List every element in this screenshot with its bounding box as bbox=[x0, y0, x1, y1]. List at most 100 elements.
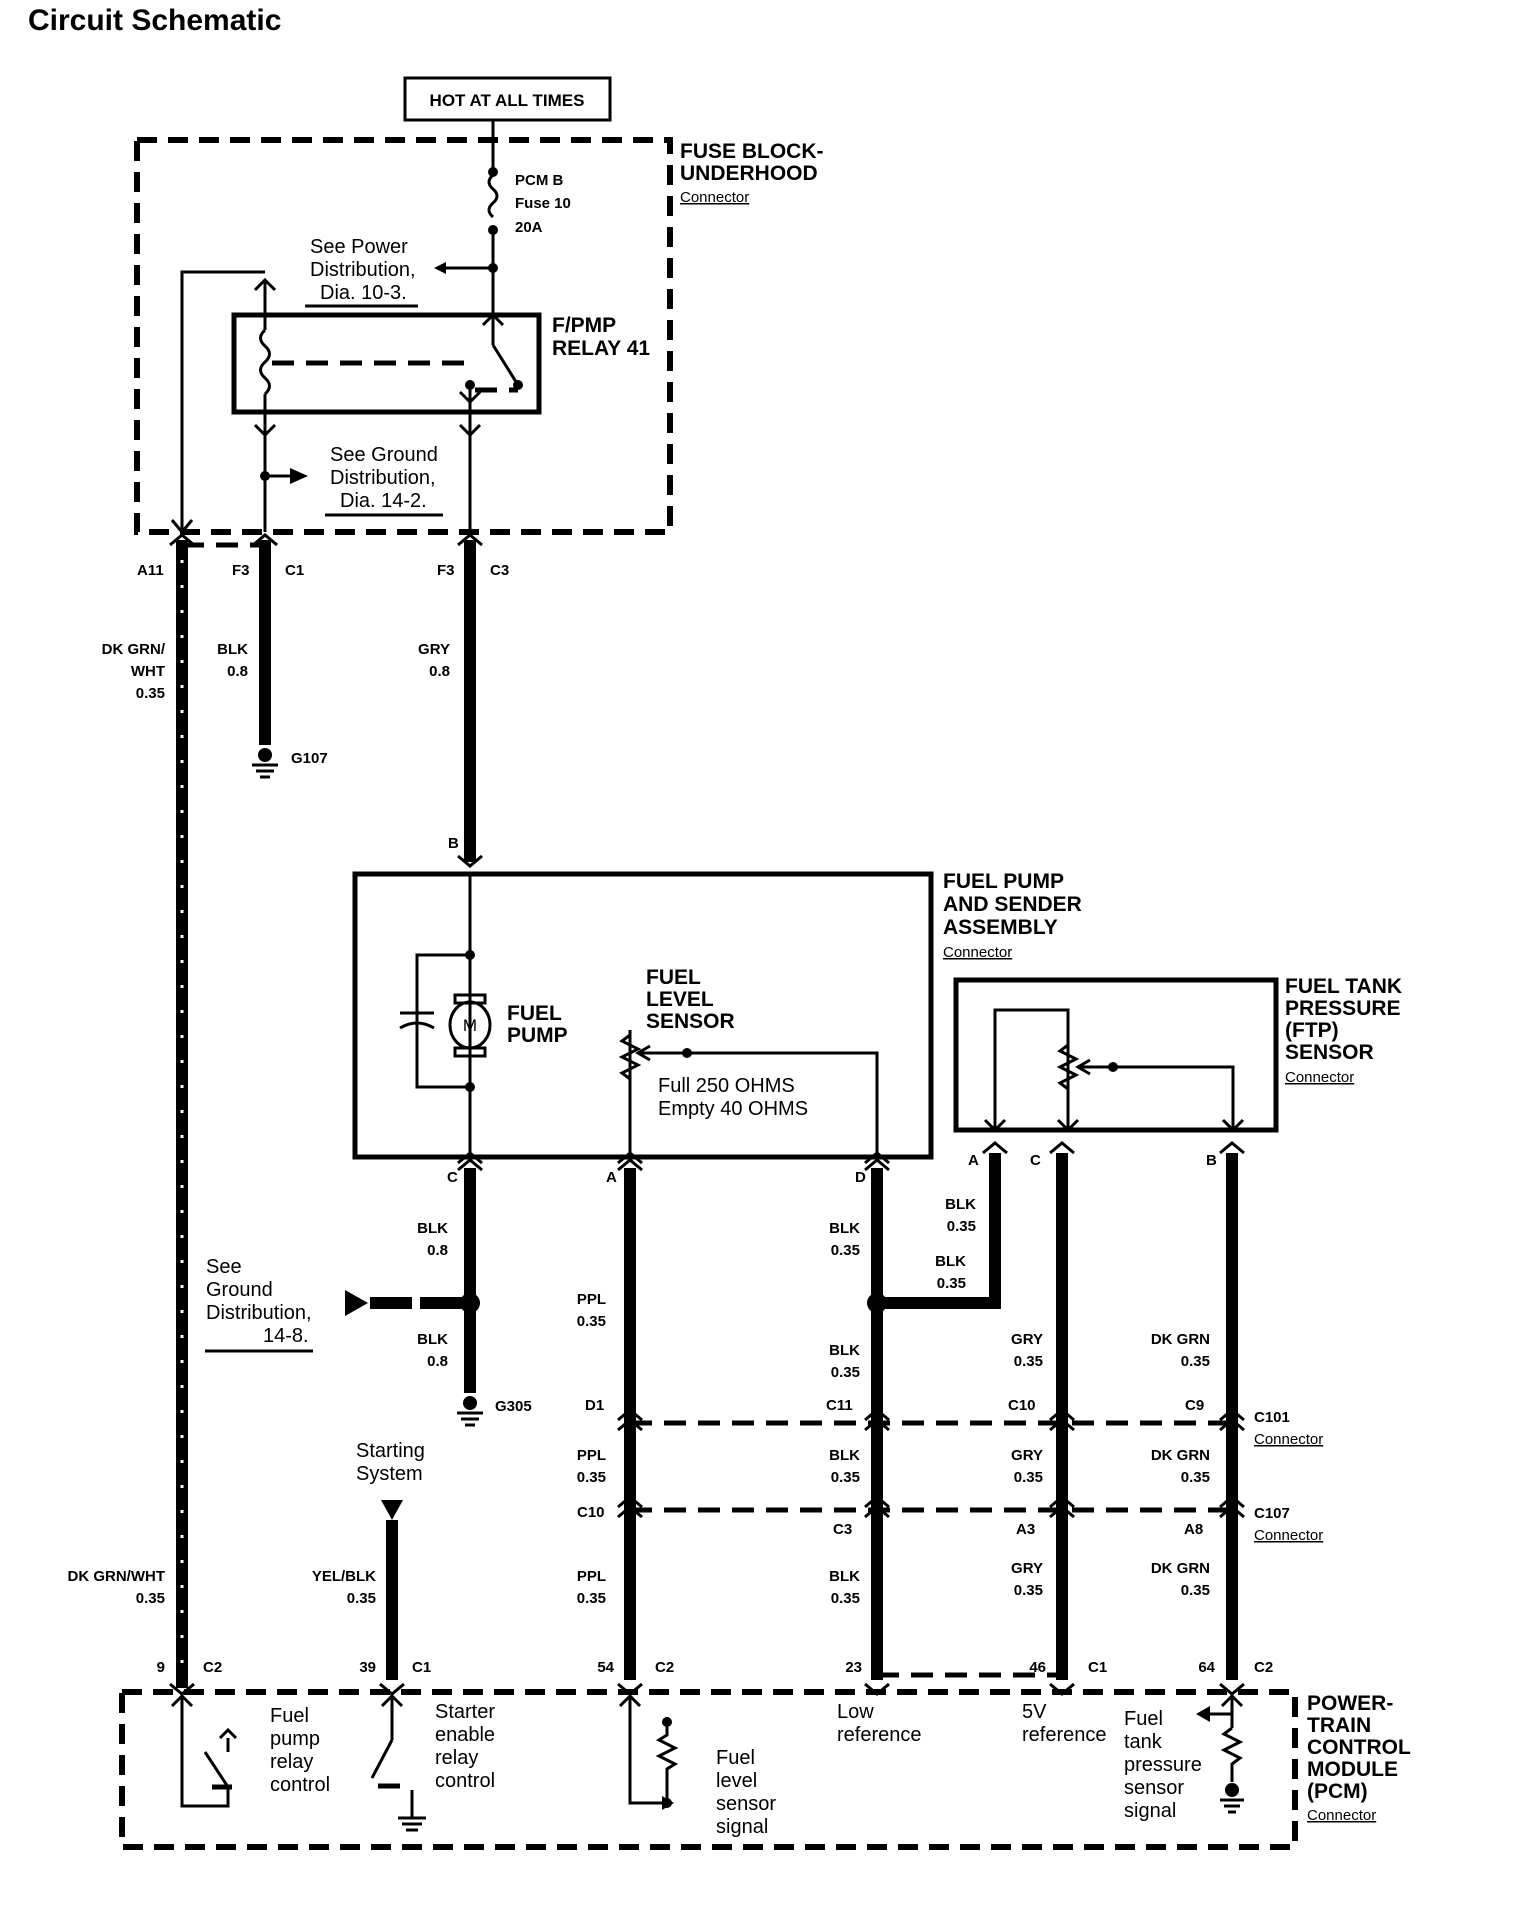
wire-label-ppl-3-gauge: 0.35 bbox=[577, 1590, 606, 1607]
ftp-sensor-box bbox=[953, 977, 1279, 1133]
wire-label-dkgrnwht-bot: DK GRN/WHT bbox=[68, 1568, 166, 1585]
fuel-pump-motor bbox=[399, 874, 492, 1157]
pcm-label: POWER- TRAIN CONTROL MODULE (PCM) Connec… bbox=[1307, 1692, 1411, 1824]
pin-a11: A11 bbox=[137, 562, 164, 579]
wire-label-dkgrnwht-top-1: DK GRN/ bbox=[102, 641, 166, 658]
fuel-pump-assembly-label: FUEL PUMP AND SENDER ASSEMBLY Connector bbox=[943, 870, 1082, 961]
wire-label-ppl-1-gauge: 0.35 bbox=[577, 1313, 606, 1330]
c101-sub: Connector bbox=[1254, 1431, 1323, 1448]
svg-text:FUEL: FUEL bbox=[507, 1002, 562, 1025]
svg-text:relay: relay bbox=[435, 1747, 478, 1769]
svg-text:FUSE BLOCK-: FUSE BLOCK- bbox=[680, 140, 824, 163]
fuel-level-sensor-specs: Full 250 OHMS Empty 40 OHMS bbox=[658, 1075, 808, 1120]
wire-label-blk-top: BLK bbox=[217, 641, 248, 658]
wire-label-yelblk-gauge: 0.35 bbox=[347, 1590, 376, 1607]
pcm-pin-39: 39 bbox=[359, 1659, 376, 1676]
wire-blk-g107 bbox=[252, 533, 278, 779]
svg-text:(PCM): (PCM) bbox=[1307, 1780, 1368, 1803]
pcm-pin-64: 64 bbox=[1198, 1659, 1215, 1676]
pcm-func-fuel-pump-relay-control: Fuel pump relay control bbox=[270, 1705, 330, 1796]
wire-label-blk-c1-gauge: 0.8 bbox=[427, 1242, 448, 1259]
ftp-sensor-label: FUEL TANK PRESSURE (FTP) SENSOR Connecto… bbox=[1285, 975, 1402, 1086]
wire-label-gry-1: GRY bbox=[1011, 1331, 1043, 1348]
wire-label-dkgrnwht-bot-gauge: 0.35 bbox=[136, 1590, 165, 1607]
wire-label-dkgrnwht-top-gauge: 0.35 bbox=[136, 685, 165, 702]
svg-text:TRAIN: TRAIN bbox=[1307, 1714, 1371, 1737]
svg-text:pump: pump bbox=[270, 1728, 320, 1750]
c101-pin-c9: C9 bbox=[1185, 1397, 1204, 1414]
wire-label-blk-d-3-gauge: 0.35 bbox=[831, 1469, 860, 1486]
starting-system-label: Starting System bbox=[356, 1440, 425, 1485]
fuel-level-sensor-label: FUEL LEVEL SENSOR bbox=[646, 966, 735, 1033]
wire-gry-top bbox=[457, 533, 483, 868]
wire-label-dkgrn-2-gauge: 0.35 bbox=[1181, 1469, 1210, 1486]
c107-name: C107 bbox=[1254, 1505, 1290, 1522]
wire-label-blk-c1: BLK bbox=[417, 1220, 448, 1237]
svg-text:sensor: sensor bbox=[1124, 1777, 1184, 1799]
svg-text:MODULE: MODULE bbox=[1307, 1758, 1398, 1781]
svg-text:PRESSURE: PRESSURE bbox=[1285, 997, 1401, 1020]
c101-name: C101 bbox=[1254, 1409, 1290, 1426]
wire-label-ppl-3: PPL bbox=[577, 1568, 606, 1585]
wire-yel-blk bbox=[381, 1500, 403, 1680]
fuse-rating: 20A bbox=[515, 219, 543, 236]
svg-text:Full 250 OHMS: Full 250 OHMS bbox=[658, 1075, 795, 1097]
svg-text:Connector: Connector bbox=[1285, 1069, 1354, 1086]
wire-dk-grn-wht bbox=[169, 533, 195, 1688]
pump-pin-a: A bbox=[606, 1169, 617, 1186]
svg-text:Fuel: Fuel bbox=[270, 1705, 309, 1727]
fpmp-relay-label: F/PMP RELAY 41 bbox=[552, 314, 650, 360]
pcm-conn-c2-a: C2 bbox=[203, 1659, 222, 1676]
motor-m-label: M bbox=[463, 1016, 477, 1035]
pin-c3: C3 bbox=[490, 562, 509, 579]
fuse-block-outline bbox=[134, 137, 673, 535]
wire-label-gry-3: GRY bbox=[1011, 1560, 1043, 1577]
pcm-func-5v-reference: 5V reference bbox=[1022, 1701, 1107, 1746]
hot-at-all-times-label: HOT AT ALL TIMES bbox=[430, 91, 585, 110]
wire-label-ppl-1: PPL bbox=[577, 1291, 606, 1308]
pcm-func-fuel-tank-pressure-sensor-signal: Fuel tank pressure sensor signal bbox=[1124, 1708, 1202, 1822]
pcm-conn-c1-a: C1 bbox=[412, 1659, 431, 1676]
pcm-conn-c2-c: C2 bbox=[1254, 1659, 1273, 1676]
pcm-starter-enable-switch bbox=[370, 1693, 426, 1832]
wire-label-gry-2: GRY bbox=[1011, 1447, 1043, 1464]
wire-dk-grn-ftp bbox=[1219, 1141, 1245, 1680]
svg-text:See Power: See Power bbox=[310, 236, 408, 258]
relay-internals bbox=[170, 270, 523, 535]
wire-blk-g305 bbox=[345, 1158, 483, 1427]
svg-text:reference: reference bbox=[837, 1724, 922, 1746]
pcm-pin-54: 54 bbox=[597, 1659, 614, 1676]
ftp-sensor-internals bbox=[983, 1008, 1245, 1133]
pcm-pin-46: 46 bbox=[1029, 1659, 1046, 1676]
c107-pin-a3: A3 bbox=[1016, 1521, 1035, 1538]
svg-text:Connector: Connector bbox=[680, 189, 749, 206]
svg-text:control: control bbox=[435, 1770, 495, 1792]
svg-text:Distribution,: Distribution, bbox=[310, 259, 416, 281]
svg-text:sensor: sensor bbox=[716, 1793, 776, 1815]
wire-label-ppl-2: PPL bbox=[577, 1447, 606, 1464]
wire-label-gry-top-gauge: 0.8 bbox=[429, 663, 450, 680]
svg-text:Distribution,: Distribution, bbox=[206, 1302, 312, 1324]
svg-text:14-8.: 14-8. bbox=[263, 1325, 309, 1347]
svg-text:Connector: Connector bbox=[1307, 1807, 1376, 1824]
wire-label-blk-d-1: BLK bbox=[829, 1220, 860, 1237]
ground-g305-label: G305 bbox=[495, 1398, 532, 1415]
pcm-func-fuel-level-sensor-signal: Fuel level sensor signal bbox=[716, 1747, 776, 1838]
svg-text:CONTROL: CONTROL bbox=[1307, 1736, 1411, 1759]
pcm-func-low-reference: Low reference bbox=[837, 1701, 922, 1746]
fuse-pcm-b bbox=[434, 120, 499, 300]
svg-text:FUEL: FUEL bbox=[646, 966, 701, 989]
wire-blk-ftp-a bbox=[982, 1141, 1008, 1155]
wire-label-blk-d-2-gauge: 0.35 bbox=[831, 1364, 860, 1381]
pump-pin-c: C bbox=[447, 1169, 458, 1186]
fpmp-relay-box bbox=[231, 312, 542, 415]
wire-label-blk-d-3: BLK bbox=[829, 1447, 860, 1464]
wire-label-dkgrn-3: DK GRN bbox=[1151, 1560, 1210, 1577]
wire-label-blk-d-4-gauge: 0.35 bbox=[831, 1590, 860, 1607]
c107-pin-a8: A8 bbox=[1184, 1521, 1203, 1538]
wire-label-ppl-2-gauge: 0.35 bbox=[577, 1469, 606, 1486]
svg-text:LEVEL: LEVEL bbox=[646, 988, 714, 1011]
svg-text:level: level bbox=[716, 1770, 757, 1792]
svg-text:(FTP): (FTP) bbox=[1285, 1019, 1339, 1042]
